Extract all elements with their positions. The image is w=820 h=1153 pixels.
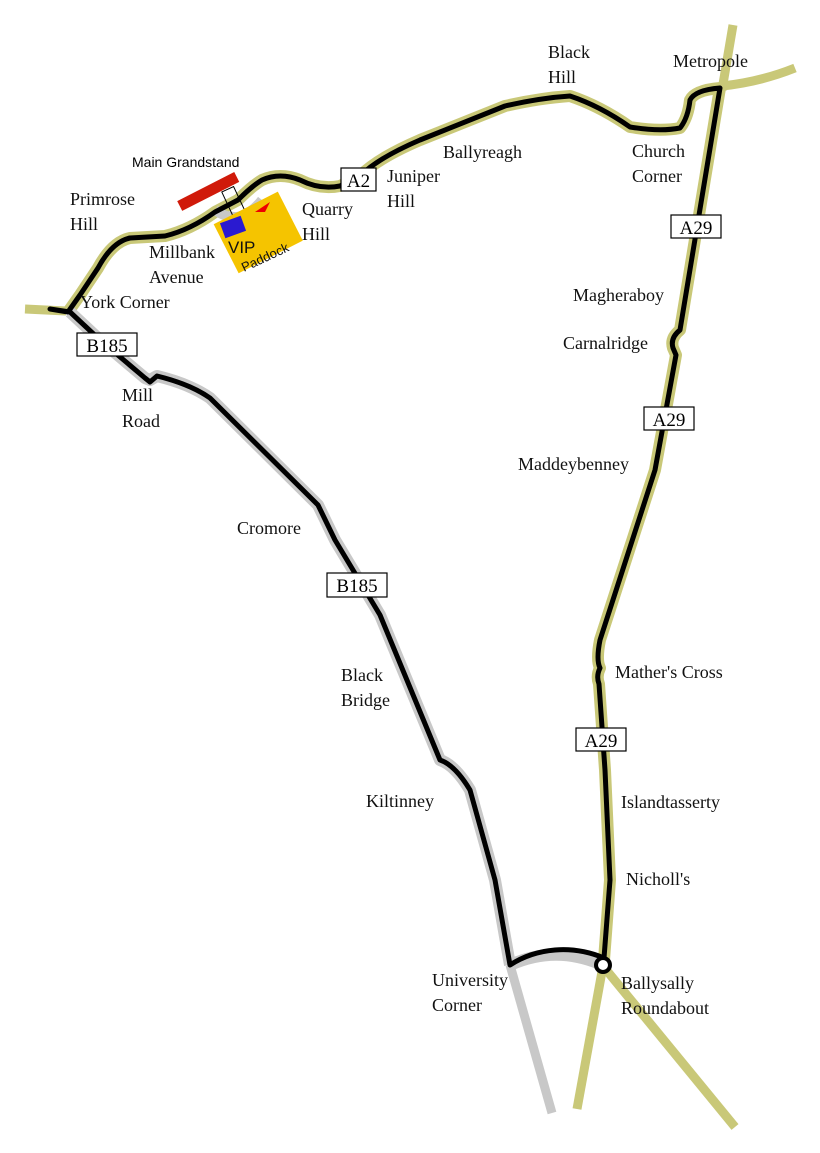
place-cromore: Cromore (237, 518, 301, 538)
place-primrose-hill: Primrose (70, 189, 135, 209)
svg-text:A29: A29 (680, 218, 713, 239)
paddock-block (213, 191, 303, 274)
grandstand-label: Main Grandstand (132, 154, 239, 170)
place-church-corner: Corner (632, 166, 682, 186)
road-marker-a29: A29 (643, 406, 695, 431)
paddock-area: VIP Paddock Main Grandstand (132, 154, 303, 275)
a-road-stub-south-1 (572, 965, 608, 1110)
place-ballysally-roundabout: Ballysally (621, 973, 694, 993)
a-road-casing (63, 82, 726, 961)
place-university-corner: University (432, 970, 508, 990)
place-black-bridge: Black (341, 665, 383, 685)
place-carnalridge: Carnalridge (563, 333, 648, 353)
b-road-stub-south (505, 963, 557, 1115)
place-black-hill: Black (548, 42, 590, 62)
vip-label: VIP (228, 238, 255, 257)
b-road-casing (65, 307, 603, 971)
place-kiltinney: Kiltinney (366, 791, 434, 811)
place-mathers-cross: Mather's Cross (615, 662, 723, 682)
vip-area (219, 215, 247, 239)
road-marker-b185: B185 (76, 332, 138, 357)
place-quarry-hill: Quarry (302, 199, 353, 219)
a-road-stub-metropole-north (717, 24, 738, 91)
road-marker-a29: A29 (670, 214, 722, 239)
place-york-corner: York Corner (80, 292, 170, 312)
svg-text:A29: A29 (653, 410, 686, 431)
flag-icon (255, 202, 270, 212)
svg-text:B185: B185 (336, 576, 377, 597)
place-nicholls: Nicholl's (626, 869, 690, 889)
place-church-corner: Church (632, 141, 685, 161)
a-road-stub-south-2 (599, 963, 739, 1130)
place-labels: Primrose Hill Millbank Avenue York Corne… (70, 42, 748, 1018)
place-black-hill: Hill (548, 67, 576, 87)
place-millbank-avenue: Avenue (149, 267, 204, 287)
road-marker-b185: B185 (326, 572, 388, 598)
place-black-bridge: Bridge (341, 690, 390, 710)
place-maddeybenney: Maddeybenney (518, 454, 629, 474)
place-university-corner: Corner (432, 995, 482, 1015)
place-mill-road: Road (122, 411, 160, 431)
place-juniper-hill: Hill (387, 191, 415, 211)
svg-text:B185: B185 (86, 336, 127, 357)
road-marker-a29: A29 (575, 727, 627, 752)
place-metropole: Metropole (673, 51, 748, 71)
place-ballysally-roundabout: Roundabout (621, 998, 709, 1018)
place-islandtasserty: Islandtasserty (621, 792, 720, 812)
place-juniper-hill: Juniper (387, 166, 440, 186)
race-track (47, 85, 723, 968)
ballysally-roundabout-circle (594, 956, 612, 974)
a-road-stub-metropole-east (721, 63, 797, 91)
place-millbank-avenue: Millbank (149, 242, 215, 262)
place-primrose-hill: Hill (70, 214, 98, 234)
place-ballyreagh: Ballyreagh (443, 142, 522, 162)
svg-text:A29: A29 (585, 731, 618, 752)
place-mill-road: Mill (122, 385, 153, 405)
main-grandstand (177, 172, 240, 211)
svg-text:A2: A2 (347, 171, 370, 192)
road-marker-a2: A2 (340, 167, 377, 192)
place-quarry-hill: Hill (302, 224, 330, 244)
place-magheraboy: Magheraboy (573, 285, 664, 305)
